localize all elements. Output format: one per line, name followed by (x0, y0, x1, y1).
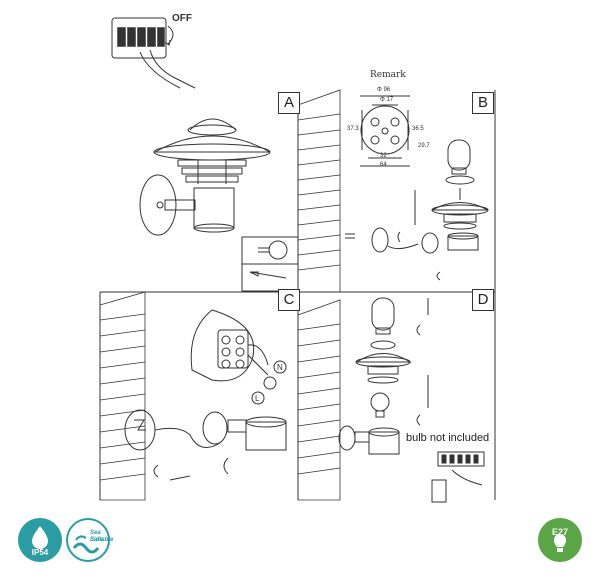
dim-29-7: 29.7 (418, 143, 430, 149)
remark-title: Remark (370, 70, 406, 80)
seaside-line1: Sea Side (90, 530, 103, 543)
lamp-mount-c (124, 409, 287, 481)
panel-label-a: A (278, 92, 300, 114)
off-label: OFF (172, 13, 192, 24)
panel-label-d: D (472, 289, 494, 311)
brick-wall-c (99, 291, 146, 501)
bulb-not-included-note: bulb not included (406, 432, 490, 444)
e27-badge: E27 (538, 518, 582, 562)
dim-37-3: 37.3 (347, 126, 359, 132)
dim-d17: Φ 17 (380, 97, 394, 103)
bulb-icon (554, 534, 566, 552)
dim-32: 32 (380, 153, 387, 159)
wave-icon (72, 535, 100, 554)
panel-label-c: C (278, 289, 300, 311)
ip54-label: IP54 (31, 548, 49, 557)
wiring-closeup-c (190, 309, 287, 405)
wire-live-label: L (255, 394, 260, 403)
brick-wall-b (297, 89, 341, 293)
dim-36-5: 36.5 (412, 126, 424, 132)
brick-wall-d (297, 299, 341, 501)
lamp-assembled-illustration (139, 118, 271, 236)
water-drop-icon (32, 526, 48, 549)
seaside-badge: Sea Side Suitable (66, 518, 114, 562)
e27-label: E27 (551, 527, 568, 537)
panel-label-b: B (472, 92, 494, 114)
mounting-plate-diagram (360, 95, 410, 167)
power-switch-illustration (111, 17, 196, 89)
dim-d96: Φ 96 (377, 87, 391, 93)
exploded-parts-d (338, 297, 429, 455)
dim-64: 64 (380, 162, 387, 168)
exploded-parts-b (345, 139, 489, 281)
seaside-line2: Suitable (90, 537, 114, 543)
ip54-badge: IP54 (18, 518, 62, 562)
switch-panel-d (431, 451, 485, 503)
wire-neutral-label: N (277, 363, 283, 372)
